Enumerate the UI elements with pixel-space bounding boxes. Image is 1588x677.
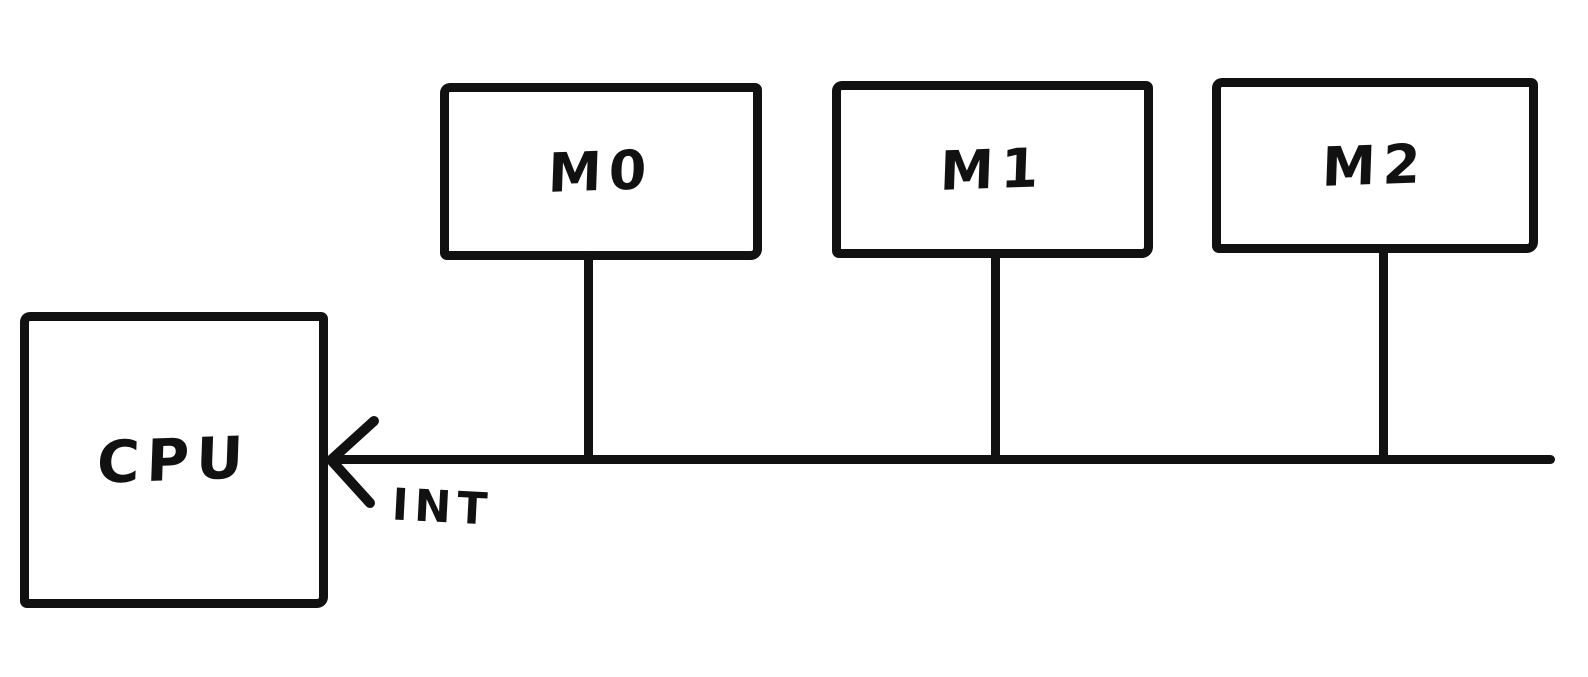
cpu-label: CPU bbox=[96, 423, 252, 497]
memory-label-m0: M0 bbox=[547, 138, 655, 205]
memory-box-m2: M2 bbox=[1212, 78, 1538, 253]
m0-bus-connector bbox=[584, 254, 593, 460]
memory-label-m2: M2 bbox=[1321, 132, 1429, 199]
memory-box-m0: M0 bbox=[440, 83, 762, 260]
cpu-box: CPU bbox=[20, 312, 328, 608]
bus-arrowhead-icon bbox=[326, 416, 379, 508]
m2-bus-connector bbox=[1379, 249, 1388, 460]
memory-box-m1: M1 bbox=[832, 81, 1153, 258]
m1-bus-connector bbox=[991, 252, 1000, 460]
memory-label-m1: M1 bbox=[938, 136, 1047, 203]
int-signal-label: INT bbox=[390, 479, 495, 536]
bus-arrowhead-path bbox=[326, 416, 379, 508]
bus-line bbox=[331, 455, 1555, 464]
